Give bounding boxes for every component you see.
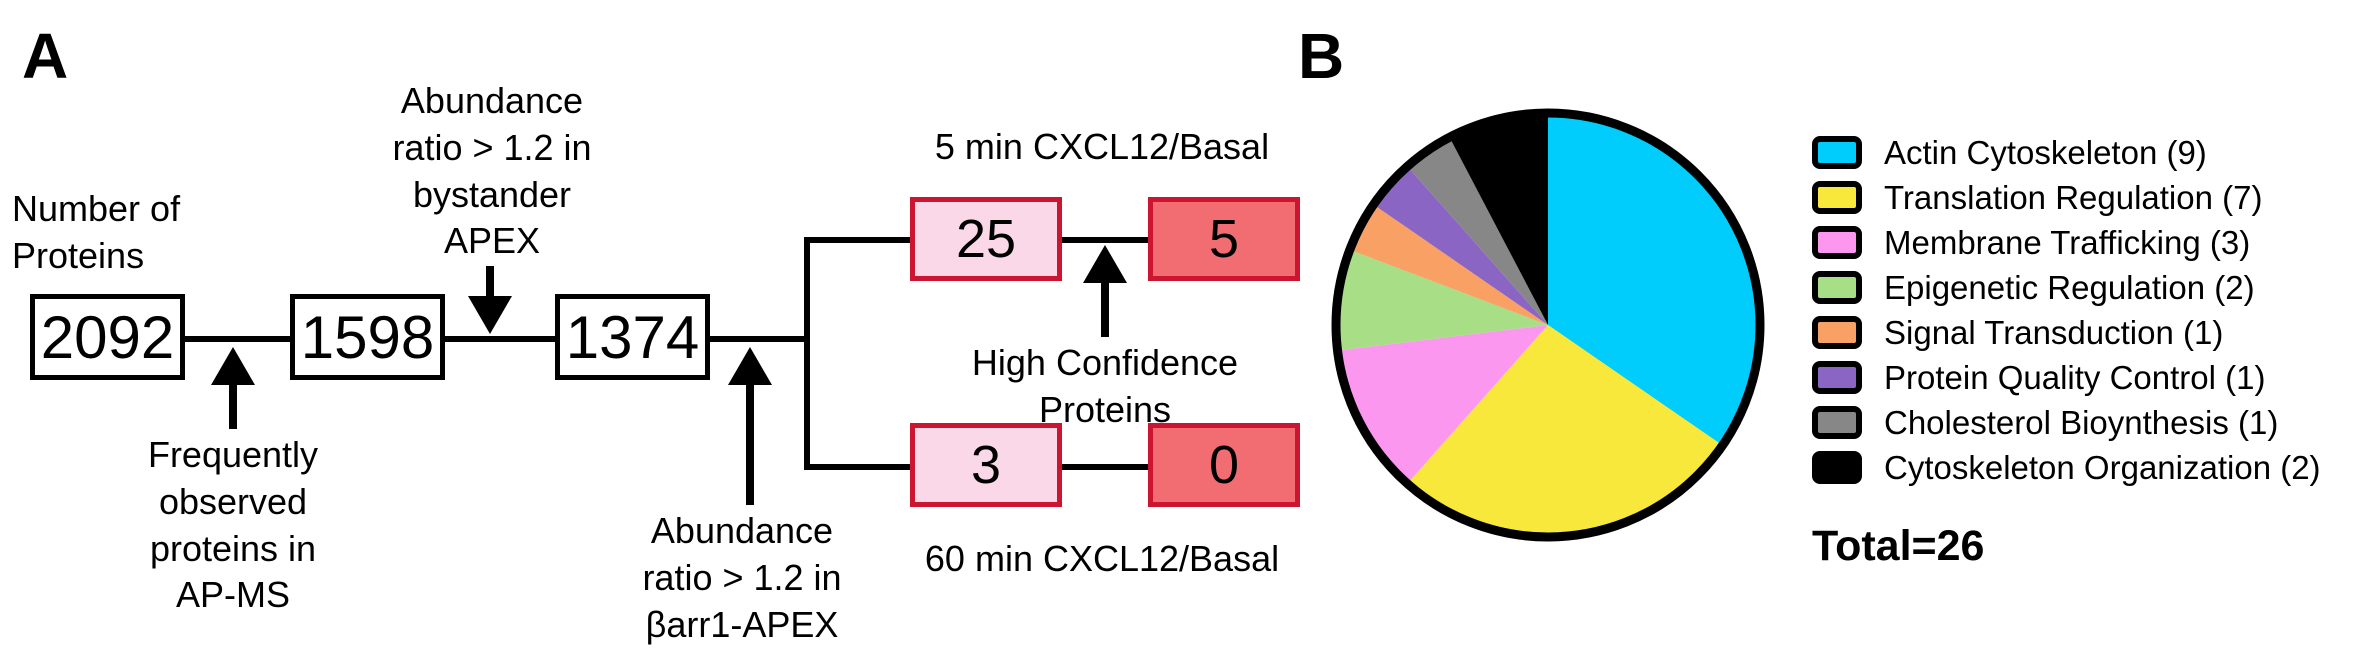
- pie-slice-signal-transduction: [1349, 204, 1548, 325]
- legend-label: Translation Regulation (7): [1884, 178, 2263, 216]
- panel-a-letter: A: [22, 20, 69, 92]
- connector-line: [1062, 237, 1148, 243]
- legend-label: Actin Cytoskeleton (9): [1884, 133, 2207, 171]
- legend-swatch: [1812, 316, 1862, 349]
- pie-outline: [1331, 108, 1765, 542]
- legend-item: Cytoskeleton Organization (2): [1812, 448, 2321, 486]
- legend-item: Epigenetic Regulation (2): [1812, 268, 2321, 306]
- legend-swatch: [1812, 451, 1862, 484]
- total-label: Total=26: [1812, 522, 1985, 570]
- annotation-bystander-apex: Abundance ratio > 1.2 in bystander APEX: [392, 80, 592, 262]
- box-filtered-bystander: 1374: [555, 294, 710, 380]
- pie-slice-protein-quality-control: [1373, 166, 1548, 325]
- pie-slice-membrane-trafficking: [1337, 325, 1548, 484]
- label-60min-cxcl12-basal: 60 min CXCL12/Basal: [924, 538, 1280, 579]
- pie-slice-epigenetic-regulation: [1336, 249, 1548, 351]
- legend-item: Protein Quality Control (1): [1812, 358, 2321, 396]
- box-5min-high-confidence: 5: [1148, 197, 1300, 281]
- panel-b-letter: B: [1298, 20, 1345, 92]
- connector-line: [1062, 464, 1148, 470]
- legend-item: Actin Cytoskeleton (9): [1812, 133, 2321, 171]
- box-total-proteins: 2092: [30, 294, 185, 380]
- box-60min-candidates: 3: [910, 423, 1062, 507]
- box-60min-high-confidence: 0: [1148, 423, 1300, 507]
- annotation-barr1-apex: Abundance ratio > 1.2 in βarr1-APEX: [642, 510, 842, 645]
- arrow-down-icon: [468, 266, 512, 334]
- legend-label: Membrane Trafficking (3): [1884, 223, 2251, 261]
- legend-label: Cytoskeleton Organization (2): [1884, 448, 2321, 486]
- legend-label: Signal Transduction (1): [1884, 313, 2224, 351]
- legend-swatch: [1812, 406, 1862, 439]
- arrow-up-icon: [728, 347, 772, 505]
- legend-swatch: [1812, 136, 1862, 169]
- legend-label: Cholesterol Bioynthesis (1): [1884, 403, 2279, 441]
- connector-line: [710, 336, 810, 342]
- connector-line: [804, 464, 910, 470]
- legend-item: Cholesterol Bioynthesis (1): [1812, 403, 2321, 441]
- box-filtered-apms: 1598: [290, 294, 445, 380]
- annotation-high-confidence: High Confidence Proteins: [971, 342, 1239, 430]
- legend-swatch: [1812, 226, 1862, 259]
- arrow-up-icon: [211, 347, 255, 429]
- pie-chart: [1331, 108, 1765, 542]
- arrow-up-icon: [1083, 245, 1127, 337]
- legend-label: Epigenetic Regulation (2): [1884, 268, 2255, 306]
- legend-swatch: [1812, 271, 1862, 304]
- axis-note-number-of-proteins: Number of Proteins: [12, 188, 181, 276]
- legend-item: Translation Regulation (7): [1812, 178, 2321, 216]
- legend-swatch: [1812, 181, 1862, 214]
- branch-vertical-line: [804, 237, 810, 470]
- connector-line: [185, 336, 290, 342]
- legend-item: Membrane Trafficking (3): [1812, 223, 2321, 261]
- box-5min-candidates: 25: [910, 197, 1062, 281]
- pie-slice-cytoskeleton-organization: [1449, 113, 1548, 325]
- pie-legend: Actin Cytoskeleton (9) Translation Regula…: [1812, 133, 2321, 496]
- pie-slice-cholesterol-bioynthesis: [1407, 137, 1548, 325]
- pie-slice-translation-regulation: [1407, 325, 1723, 537]
- label-5min-cxcl12-basal: 5 min CXCL12/Basal: [934, 126, 1270, 167]
- connector-line: [445, 336, 555, 342]
- legend-swatch: [1812, 361, 1862, 394]
- annotation-frequently-observed: Frequently observed proteins in AP-MS: [147, 434, 319, 616]
- connector-line: [804, 237, 910, 243]
- legend-item: Signal Transduction (1): [1812, 313, 2321, 351]
- pie-slice-actin-cytoskeleton: [1548, 113, 1760, 446]
- legend-label: Protein Quality Control (1): [1884, 358, 2266, 396]
